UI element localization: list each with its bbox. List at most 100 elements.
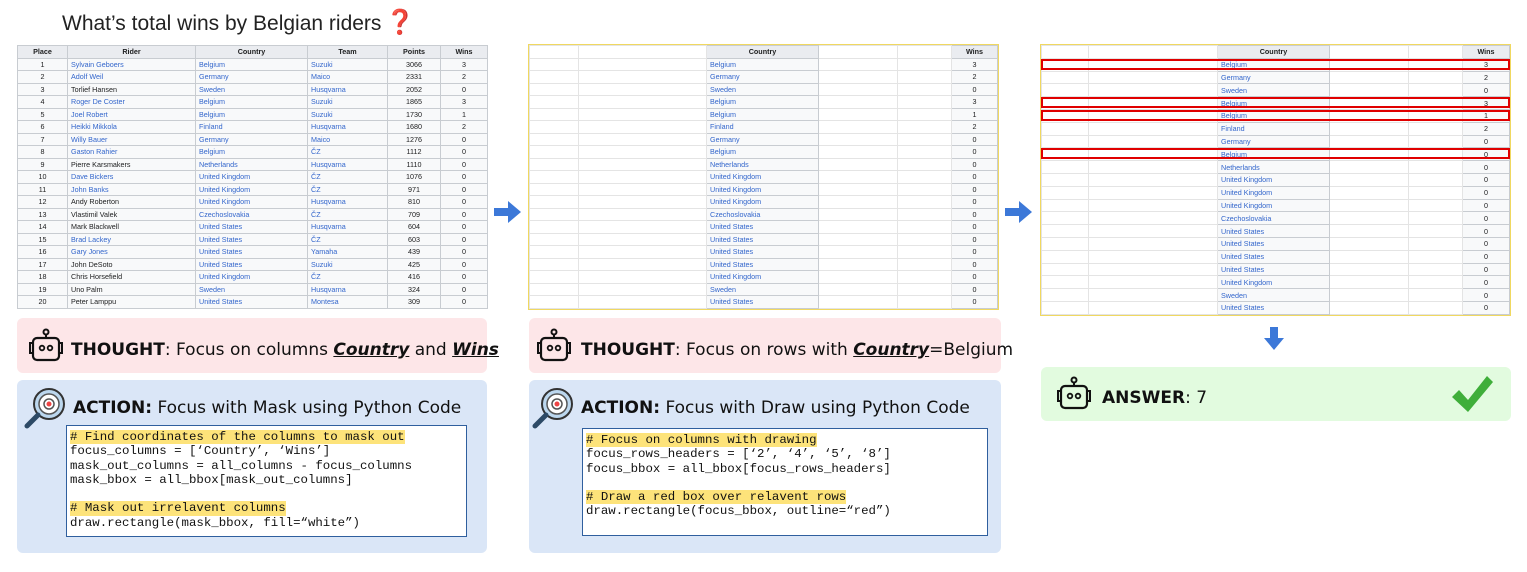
cell-team[interactable]: ČZ bbox=[307, 232, 388, 246]
cell-points bbox=[1408, 262, 1463, 277]
cell-country[interactable]: United States bbox=[1217, 224, 1330, 238]
cell-team[interactable]: Husqvarna bbox=[307, 282, 388, 296]
cell-country[interactable]: Netherlands bbox=[1217, 160, 1330, 174]
cell-country[interactable]: Finland bbox=[1217, 121, 1330, 136]
cell-country[interactable]: United States bbox=[706, 232, 819, 246]
cell-wins: 0 bbox=[951, 82, 998, 96]
cell-team[interactable]: Yamaha bbox=[307, 245, 388, 259]
cell-country[interactable]: Germany bbox=[706, 132, 819, 146]
cell-country[interactable]: Belgium bbox=[706, 57, 819, 71]
cell-team[interactable]: Montesa bbox=[307, 295, 388, 309]
cell-country[interactable]: Germany bbox=[195, 70, 308, 84]
cell-rider[interactable]: Gary Jones bbox=[67, 245, 196, 259]
cell-country[interactable]: United States bbox=[706, 295, 819, 309]
cell-country[interactable]: United States bbox=[1217, 300, 1330, 315]
cell-team[interactable]: ČZ bbox=[307, 270, 388, 284]
cell-team[interactable]: ČZ bbox=[307, 145, 388, 159]
cell-country[interactable]: Czechoslovakia bbox=[1217, 211, 1330, 226]
cell-rider[interactable]: Joel Robert bbox=[67, 107, 196, 121]
cell-country[interactable]: Sweden bbox=[1217, 83, 1330, 98]
cell-country[interactable]: United States bbox=[195, 257, 308, 271]
cell-team[interactable]: Suzuki bbox=[307, 57, 388, 71]
right-arrow-icon bbox=[494, 201, 521, 223]
cell-country[interactable]: Germany bbox=[1217, 70, 1330, 85]
cell-team[interactable]: Husqvarna bbox=[307, 157, 388, 171]
cell-country[interactable]: Belgium bbox=[706, 145, 819, 159]
cell-team[interactable]: Maico bbox=[307, 132, 388, 146]
cell-country[interactable]: Finland bbox=[706, 120, 819, 134]
cell-country[interactable]: United Kingdom bbox=[195, 195, 308, 209]
cell-country[interactable]: United Kingdom bbox=[1217, 275, 1330, 290]
cell-country[interactable]: United States bbox=[1217, 262, 1330, 277]
cell-team[interactable]: Husqvarna bbox=[307, 195, 388, 209]
cell-country[interactable]: United Kingdom bbox=[195, 270, 308, 284]
cell-country[interactable]: United Kingdom bbox=[706, 270, 819, 284]
cell-points bbox=[1408, 288, 1463, 302]
cell-rider[interactable]: Adolf Weil bbox=[67, 70, 196, 84]
cell-country[interactable]: Germany bbox=[195, 132, 308, 146]
cell-team[interactable]: Husqvarna bbox=[307, 220, 388, 234]
action-text: Focus with Draw using Python Code bbox=[660, 398, 970, 418]
cell-country[interactable]: United States bbox=[1217, 249, 1330, 264]
cell-team[interactable]: Maico bbox=[307, 70, 388, 84]
cell-country[interactable]: Netherlands bbox=[195, 157, 308, 171]
cell-country[interactable]: Sweden bbox=[195, 282, 308, 296]
cell-points: 971 bbox=[387, 182, 441, 196]
cell-team[interactable]: ČZ bbox=[307, 182, 388, 196]
cell-country[interactable]: United Kingdom bbox=[1217, 172, 1330, 187]
cell-country[interactable]: Sweden bbox=[1217, 288, 1330, 302]
cell-country[interactable]: Finland bbox=[195, 120, 308, 134]
cell-country[interactable]: Czechoslovakia bbox=[706, 207, 819, 221]
cell-country[interactable]: United Kingdom bbox=[706, 195, 819, 209]
cell-rider[interactable]: Brad Lackey bbox=[67, 232, 196, 246]
cell-team[interactable]: ČZ bbox=[307, 207, 388, 221]
cell-country[interactable]: United States bbox=[195, 232, 308, 246]
cell-country[interactable]: Belgium bbox=[706, 107, 819, 121]
cell-country[interactable]: United Kingdom bbox=[1217, 185, 1330, 200]
cell-country[interactable]: Czechoslovakia bbox=[195, 207, 308, 221]
cell-rider[interactable]: Willy Bauer bbox=[67, 132, 196, 146]
cell-team[interactable]: Suzuki bbox=[307, 95, 388, 109]
cell-country[interactable]: Belgium bbox=[195, 145, 308, 159]
cell-team[interactable]: ČZ bbox=[307, 170, 388, 184]
cell-country[interactable]: United States bbox=[1217, 236, 1330, 251]
cell-rider[interactable]: Gaston Rahier bbox=[67, 145, 196, 159]
cell-rider[interactable]: Roger De Coster bbox=[67, 95, 196, 109]
cell-country[interactable]: United Kingdom bbox=[706, 182, 819, 196]
cell-country[interactable]: United States bbox=[706, 245, 819, 259]
cell-country[interactable]: Sweden bbox=[706, 282, 819, 296]
cell-place: 5 bbox=[17, 107, 68, 121]
cell-rider[interactable]: John Banks bbox=[67, 182, 196, 196]
cell-country[interactable]: Belgium bbox=[195, 95, 308, 109]
cell-country[interactable]: Netherlands bbox=[706, 157, 819, 171]
cell-team[interactable]: Husqvarna bbox=[307, 120, 388, 134]
cell-country[interactable]: United States bbox=[195, 295, 308, 309]
cell-country[interactable]: United States bbox=[195, 245, 308, 259]
cell-country[interactable]: Belgium bbox=[706, 95, 819, 109]
cell-country[interactable]: United States bbox=[706, 257, 819, 271]
cell-country[interactable]: Sweden bbox=[195, 82, 308, 96]
cell-country[interactable]: United Kingdom bbox=[195, 182, 308, 196]
cell-team bbox=[818, 232, 898, 246]
cell-place: 14 bbox=[17, 220, 68, 234]
question-text: What’s total wins by Belgian riders bbox=[62, 12, 382, 35]
cell-team[interactable]: Husqvarna bbox=[307, 82, 388, 96]
cell-country[interactable]: Germany bbox=[706, 70, 819, 84]
cell-country[interactable]: Germany bbox=[1217, 134, 1330, 149]
cell-team[interactable]: Suzuki bbox=[307, 107, 388, 121]
cell-country[interactable]: Belgium bbox=[195, 107, 308, 121]
cell-country[interactable]: United Kingdom bbox=[706, 170, 819, 184]
cell-country[interactable]: United States bbox=[706, 220, 819, 234]
cell-country[interactable]: United Kingdom bbox=[1217, 198, 1330, 213]
cell-country[interactable]: Belgium bbox=[195, 57, 308, 71]
cell-team[interactable]: Suzuki bbox=[307, 257, 388, 271]
cell-country[interactable]: United Kingdom bbox=[195, 170, 308, 184]
cell-country[interactable]: United States bbox=[195, 220, 308, 234]
cell-rider[interactable]: Sylvain Geboers bbox=[67, 57, 196, 71]
header-place: Place bbox=[17, 45, 68, 59]
cell-country[interactable]: Sweden bbox=[706, 82, 819, 96]
cell-rider[interactable]: Dave Bickers bbox=[67, 170, 196, 184]
cell-rider[interactable]: Heikki Mikkola bbox=[67, 120, 196, 134]
